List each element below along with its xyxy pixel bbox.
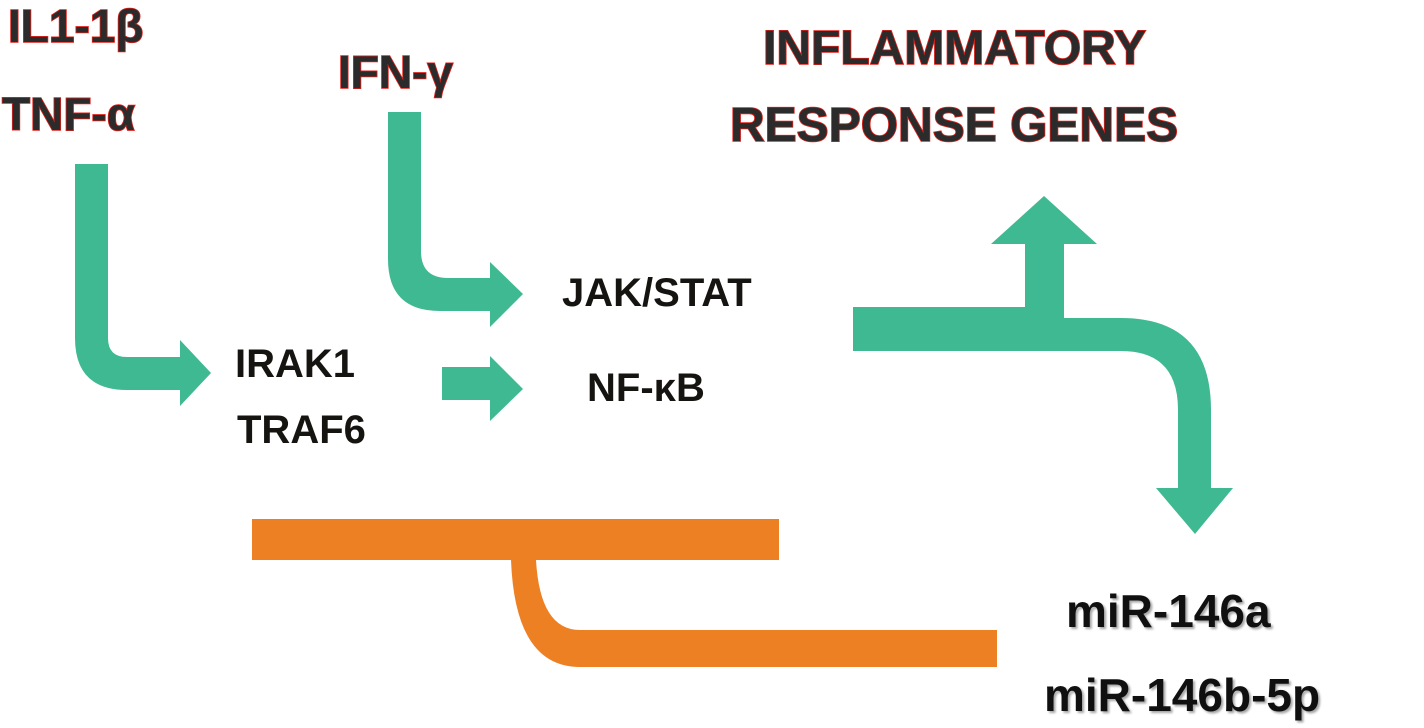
arrow-irak1-to-nfkb xyxy=(442,356,523,421)
node-traf6: TRAF6 xyxy=(237,408,366,452)
inhibition-mirna-to-targets xyxy=(252,519,997,667)
arrow-down-head-mirna xyxy=(1156,488,1233,534)
stimulus-tnf-alpha: TNF-α xyxy=(2,88,135,140)
node-irak1: IRAK1 xyxy=(235,342,355,386)
arrow-il1-head xyxy=(180,340,211,406)
stimulus-il1-beta: IL1-1β xyxy=(8,0,143,52)
arrow-branch-shaft xyxy=(853,244,1211,488)
node-nf-kb: NF-κB xyxy=(587,366,705,410)
output-inflammatory: INFLAMMATORY xyxy=(763,22,1146,75)
arrow-up-head-genes xyxy=(991,196,1097,244)
arrow-irak1-head xyxy=(490,356,523,421)
mirna-146a: miR-146a xyxy=(1066,585,1271,637)
arrow-ifn-head xyxy=(490,262,523,327)
arrow-irak1-shaft xyxy=(442,367,492,400)
arrow-ifn-to-jakstat xyxy=(388,112,523,327)
node-jak-stat: JAK/STAT xyxy=(562,271,752,315)
inhibition-curved-line xyxy=(511,560,997,667)
inhibition-blunt-bar xyxy=(252,519,779,560)
output-response-genes: RESPONSE GENES xyxy=(730,99,1178,152)
arrow-il1-to-irak1 xyxy=(75,164,211,406)
arrow-il1-shaft xyxy=(75,164,180,390)
stimulus-ifn-gamma: IFN-γ xyxy=(338,46,453,98)
arrow-branch-to-genes-and-mirna xyxy=(853,196,1233,534)
arrow-ifn-shaft xyxy=(388,112,492,311)
mirna-146b-5p: miR-146b-5p xyxy=(1044,669,1320,721)
